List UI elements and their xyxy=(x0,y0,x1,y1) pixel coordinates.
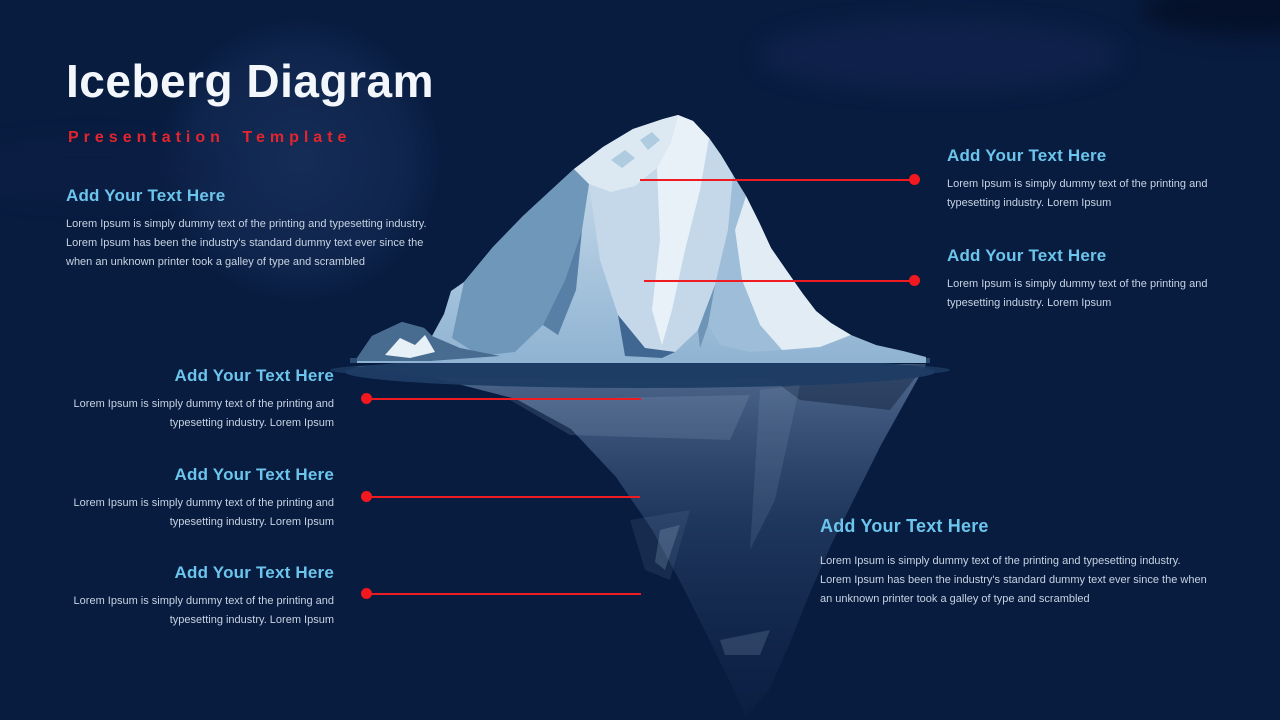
callout-heading: Add Your Text Here xyxy=(947,146,1107,165)
waterline xyxy=(330,356,950,388)
connector-line xyxy=(366,398,641,400)
callout-heading: Add Your Text Here xyxy=(174,563,334,582)
callout-left-1: Add Your Text Here Lorem Ipsum is simply… xyxy=(66,366,334,433)
callout-left-2: Add Your Text Here Lorem Ipsum is simply… xyxy=(66,465,334,532)
connector-line xyxy=(366,496,640,498)
page-subtitle: Presentation Template xyxy=(68,129,352,146)
connector-line xyxy=(644,280,915,282)
connector-line xyxy=(640,179,915,181)
callout-body: Lorem Ipsum is simply dummy text of the … xyxy=(66,218,427,268)
callout-body: Lorem Ipsum is simply dummy text of the … xyxy=(947,278,1208,309)
connector-dot xyxy=(361,588,372,599)
connector-right-1 xyxy=(640,174,920,185)
connector-dot xyxy=(909,174,920,185)
callout-heading: Add Your Text Here xyxy=(174,465,334,484)
callout-heading: Add Your Text Here xyxy=(174,366,334,385)
connector-line xyxy=(366,593,641,595)
callout-body: Lorem Ipsum is simply dummy text of the … xyxy=(820,555,1207,605)
connector-left-3 xyxy=(361,588,641,599)
connector-left-1 xyxy=(361,393,641,404)
callout-top-left: Add Your Text Here Lorem Ipsum is simply… xyxy=(66,186,448,272)
callout-right-2: Add Your Text Here Lorem Ipsum is simply… xyxy=(947,246,1227,313)
cloud-decor xyxy=(1140,0,1280,37)
callout-heading: Add Your Text Here xyxy=(947,246,1107,265)
callout-heading: Add Your Text Here xyxy=(66,186,226,205)
callout-bottom-right: Add Your Text Here Lorem Ipsum is simply… xyxy=(820,516,1212,609)
page-title: Iceberg Diagram xyxy=(66,55,434,107)
connector-left-2 xyxy=(361,491,640,502)
callout-left-3: Add Your Text Here Lorem Ipsum is simply… xyxy=(66,563,334,630)
iceberg-illustration xyxy=(330,115,950,716)
connector-right-2 xyxy=(644,275,920,286)
connector-dot xyxy=(909,275,920,286)
callout-body: Lorem Ipsum is simply dummy text of the … xyxy=(947,178,1208,209)
callout-right-1: Add Your Text Here Lorem Ipsum is simply… xyxy=(947,146,1227,213)
callout-body: Lorem Ipsum is simply dummy text of the … xyxy=(73,398,334,429)
iceberg-underwater xyxy=(355,364,926,716)
iceberg-above-water xyxy=(357,115,926,363)
callout-heading: Add Your Text Here xyxy=(820,516,989,536)
connector-dot xyxy=(361,491,372,502)
moon-glow-decor xyxy=(160,20,440,300)
cloud-decor xyxy=(0,140,220,200)
cloud-decor xyxy=(760,20,1120,90)
callout-body: Lorem Ipsum is simply dummy text of the … xyxy=(73,595,334,626)
callout-body: Lorem Ipsum is simply dummy text of the … xyxy=(73,497,334,528)
connector-dot xyxy=(361,393,372,404)
